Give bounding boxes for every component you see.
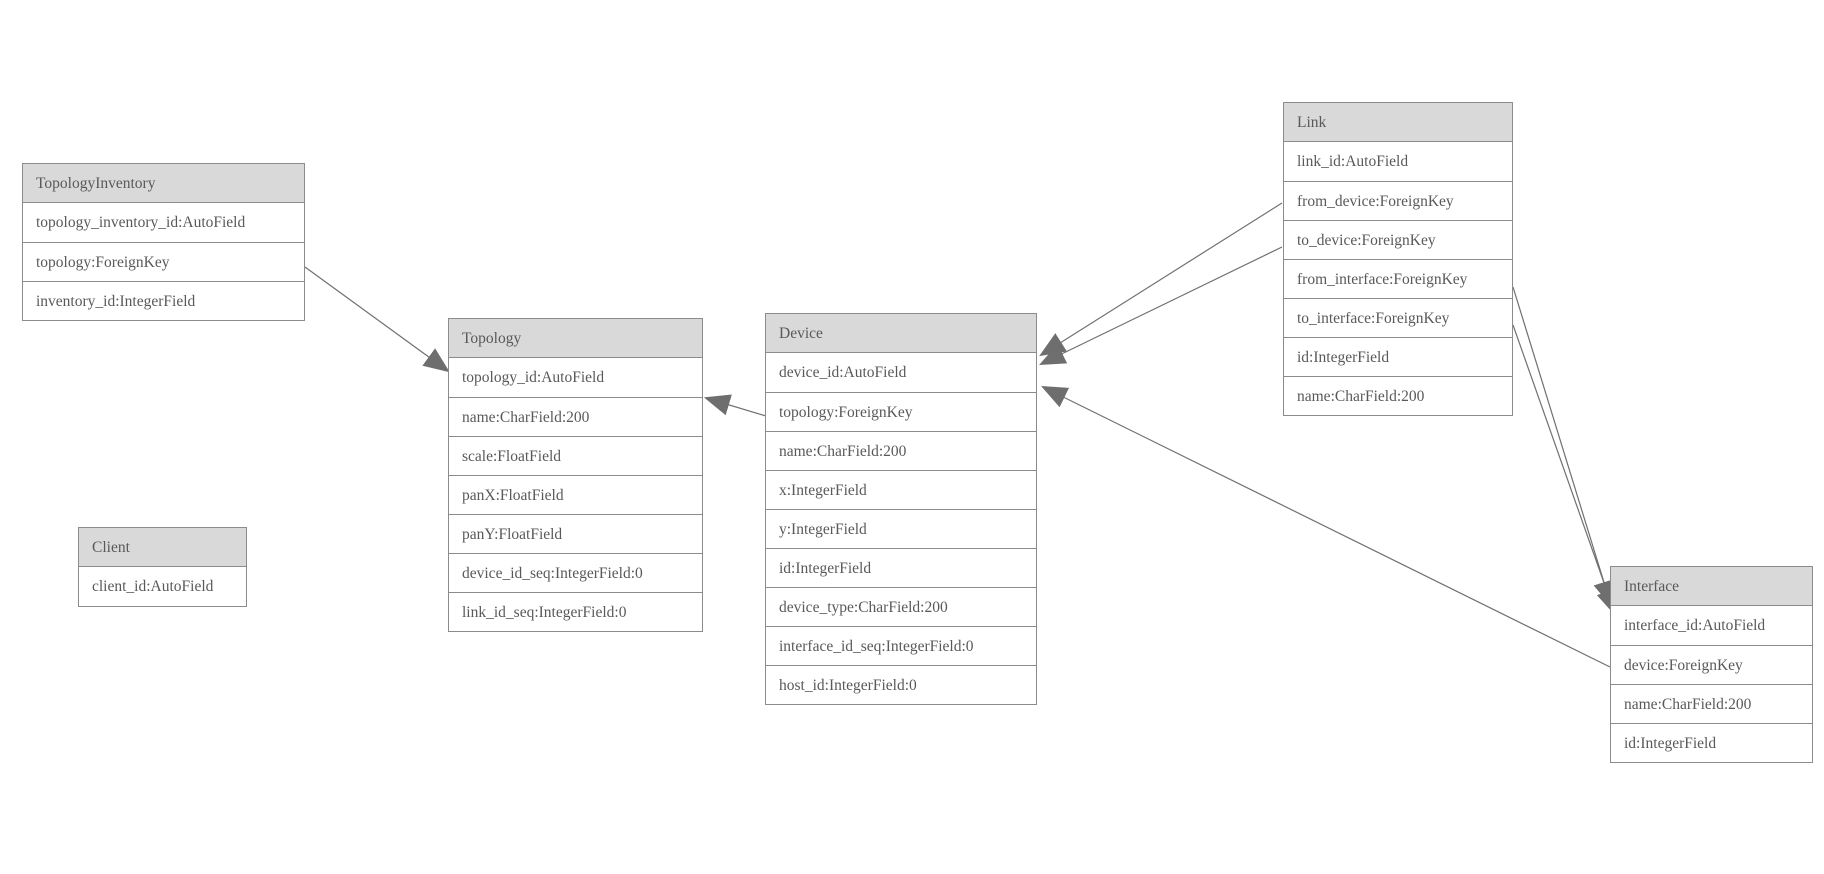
entity-topology-inventory-field-row: topology:ForeignKey bbox=[23, 242, 304, 281]
entity-topology-field-row: link_id_seq:IntegerField:0 bbox=[449, 592, 702, 631]
entity-interface-field-row: device:ForeignKey bbox=[1611, 645, 1812, 684]
entity-client-title: Client bbox=[79, 528, 246, 567]
relation-link-from_interface-to-interface bbox=[1512, 286, 1615, 608]
relation-link-to_interface-to-interface bbox=[1512, 324, 1618, 617]
relation-link-to_device-to-device bbox=[1039, 246, 1283, 365]
entity-topology-field-row: device_id_seq:IntegerField:0 bbox=[449, 553, 702, 592]
relation-link-from_device-to-device bbox=[1039, 202, 1283, 357]
entity-link-title: Link bbox=[1284, 103, 1512, 142]
entity-link-field-row: to_interface:ForeignKey bbox=[1284, 298, 1512, 337]
entity-link-field-row: name:CharField:200 bbox=[1284, 376, 1512, 415]
entity-topology-field-row: name:CharField:200 bbox=[449, 397, 702, 436]
entity-link-field-row: id:IntegerField bbox=[1284, 337, 1512, 376]
entity-topology-inventory-title: TopologyInventory bbox=[23, 164, 304, 203]
entity-topology-field-row: scale:FloatField bbox=[449, 436, 702, 475]
entity-client-field-row: client_id:AutoField bbox=[79, 567, 246, 606]
entity-link-field-row: from_interface:ForeignKey bbox=[1284, 259, 1512, 298]
entity-device-field-row: name:CharField:200 bbox=[766, 431, 1036, 470]
entity-topology-field-row: panX:FloatField bbox=[449, 475, 702, 514]
entity-device-field-row: host_id:IntegerField:0 bbox=[766, 665, 1036, 704]
entity-interface-field-row: interface_id:AutoField bbox=[1611, 606, 1812, 645]
entity-interface-field-row: id:IntegerField bbox=[1611, 723, 1812, 762]
entity-device-field-row: device_id:AutoField bbox=[766, 353, 1036, 392]
entity-device-field-row: x:IntegerField bbox=[766, 470, 1036, 509]
relation-device-topology-to-topology bbox=[703, 394, 767, 417]
entity-link-field-row: to_device:ForeignKey bbox=[1284, 220, 1512, 259]
entity-device-title: Device bbox=[766, 314, 1036, 353]
entity-link-field-row: from_device:ForeignKey bbox=[1284, 181, 1512, 220]
entity-topology-field-row: topology_id:AutoField bbox=[449, 358, 702, 397]
entity-topology-inventory-field-row: inventory_id:IntegerField bbox=[23, 281, 304, 320]
entity-interface-field-row: name:CharField:200 bbox=[1611, 684, 1812, 723]
entity-interface-title: Interface bbox=[1611, 567, 1812, 606]
entity-topology-field-row: panY:FloatField bbox=[449, 514, 702, 553]
entity-topology-inventory-field-row: topology_inventory_id:AutoField bbox=[23, 203, 304, 242]
entity-device-field-row: id:IntegerField bbox=[766, 548, 1036, 587]
entity-device-field-row: interface_id_seq:IntegerField:0 bbox=[766, 626, 1036, 665]
entity-device-field-row: y:IntegerField bbox=[766, 509, 1036, 548]
entity-link-field-row: link_id:AutoField bbox=[1284, 142, 1512, 181]
entity-topology-title: Topology bbox=[449, 319, 702, 358]
entity-device-field-row: device_type:CharField:200 bbox=[766, 587, 1036, 626]
entity-device-field-row: topology:ForeignKey bbox=[766, 392, 1036, 431]
relation-interface-device-to-device bbox=[1041, 386, 1611, 668]
relation-topologyinventory-topology-to-topology bbox=[304, 266, 450, 373]
